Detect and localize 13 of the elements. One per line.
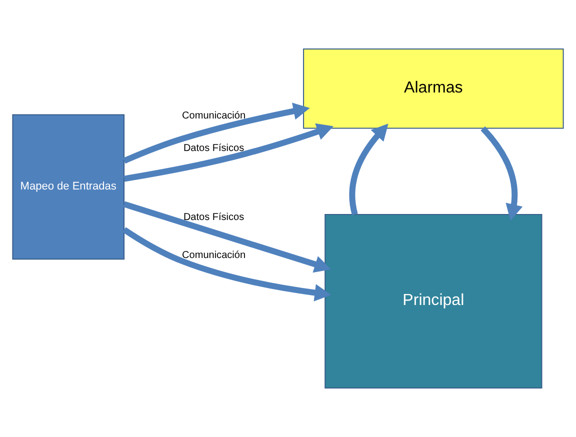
arrow (349, 124, 388, 216)
node-box: Mapeo de Entradas (12, 114, 125, 260)
node-box: Alarmas (303, 48, 564, 129)
edge-label: Comunicación (182, 110, 246, 122)
arrow (122, 227, 332, 302)
arrow (124, 123, 334, 182)
edge-label: Comunicación (182, 250, 246, 262)
arrow (123, 102, 310, 164)
edge-label: Datos Físicos (183, 212, 244, 224)
arrow (480, 126, 523, 221)
node-box: Principal (324, 214, 542, 388)
edge-label: Datos Físicos (183, 142, 244, 154)
arrow (123, 201, 332, 273)
